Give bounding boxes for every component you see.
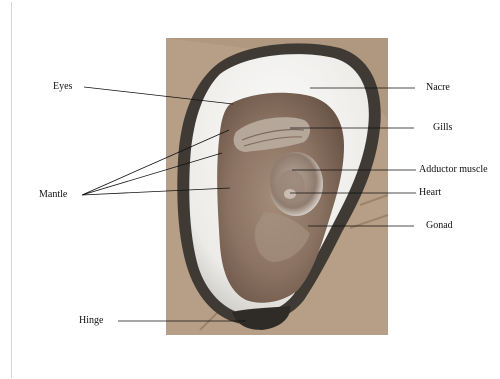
label-heart: Heart <box>419 187 441 199</box>
label-eyes: Eyes <box>53 81 72 93</box>
label-nacre: Nacre <box>426 82 450 94</box>
label-gonad: Gonad <box>426 220 453 232</box>
label-hinge: Hinge <box>79 315 103 327</box>
heart <box>284 189 296 199</box>
label-mantle: Mantle <box>39 189 67 201</box>
label-adductor-muscle: Adductor muscle <box>419 164 488 176</box>
label-gills: Gills <box>433 122 452 134</box>
